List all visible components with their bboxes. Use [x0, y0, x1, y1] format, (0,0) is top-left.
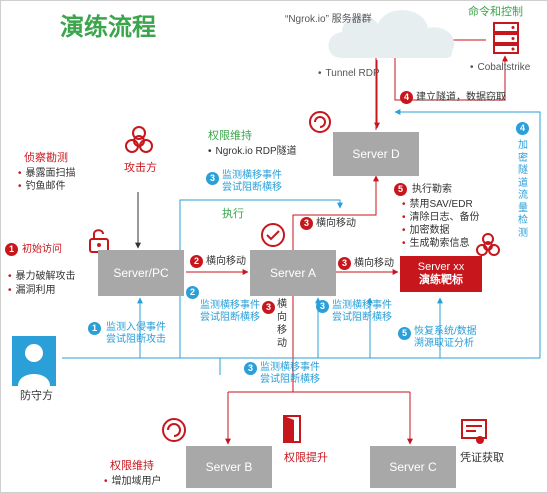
bottom-persist-title: 权限维持 — [110, 460, 154, 472]
server-d-box: Server D — [333, 132, 419, 176]
step-badge: 3 — [300, 217, 313, 230]
server-a-box: Server A — [250, 250, 336, 296]
certificate-icon — [461, 419, 487, 444]
credential-access-label: 凭证获取 — [460, 452, 504, 464]
c2-label: 命令和控制 — [468, 6, 523, 18]
target-server-box: Server xx 演练靶标 — [400, 256, 482, 292]
ransom-title: 执行勒索 — [412, 184, 452, 195]
biohazard-icon — [476, 233, 500, 256]
initial-access-title: 初始访问 — [22, 244, 62, 255]
ransom-item: •生成勒索信息 — [402, 238, 470, 249]
recon-item: •钓鱼邮件 — [18, 181, 66, 192]
defender-user-icon — [12, 336, 56, 386]
initial-access-item: •漏洞利用 — [8, 285, 56, 296]
step-badge: 2 — [186, 286, 199, 299]
cloud-icon — [328, 10, 455, 59]
step-badge: 4 — [400, 91, 413, 104]
server-b-box: Server B — [186, 446, 272, 488]
biohazard-icon — [125, 126, 153, 153]
step-badge: 5 — [398, 327, 411, 340]
server-rack-icon — [493, 22, 519, 54]
server-c-box: Server C — [370, 446, 456, 488]
recon-title: 侦察勘测 — [24, 152, 68, 164]
encrypted-tunnel-label: 加密 隧道 流量 检测 — [518, 140, 528, 239]
persist-item: •Ngrok.io RDP隧道 — [208, 146, 297, 157]
refresh-icon — [162, 418, 186, 442]
monitor-intrusion-label: 监测入侵事件尝试阻断攻击 — [106, 322, 166, 345]
check-circle-icon — [261, 223, 285, 247]
step-badge: 5 — [394, 183, 407, 196]
lateral-move-vertical: 横向移动 — [277, 299, 287, 349]
step-badge: 2 — [190, 255, 203, 268]
monitor-lateral-label: 监测横移事件尝试阻断横移 — [332, 300, 392, 323]
step-badge: 3 — [316, 300, 329, 313]
step-badge: 3 — [244, 362, 257, 375]
cloud-label: “Ngrok.io” 服务器群 — [285, 14, 372, 25]
lateral-move-label: 横向移动 — [206, 256, 246, 267]
execute-label: 执行 — [222, 208, 244, 220]
lateral-move-label: 横向移动 — [316, 218, 356, 229]
step-badge: 1 — [88, 322, 101, 335]
persist-title: 权限维持 — [208, 130, 252, 142]
bottom-persist-item: •增加域用户 — [104, 476, 162, 487]
tunnel-exfil-label: 建立隧道，数据窃取 — [416, 92, 506, 103]
page-title: 演练流程 — [60, 14, 156, 41]
tunnel-rdp-label: •Tunnel RDP — [318, 68, 380, 79]
server-pc-box: Server/PC — [98, 250, 184, 296]
privilege-escalation-label: 权限提升 — [284, 452, 328, 464]
step-badge: 4 — [516, 122, 529, 135]
step-badge: 3 — [338, 257, 351, 270]
lateral-move-label: 横向移动 — [354, 258, 394, 269]
ransom-item: •清除日志、备份 — [402, 212, 480, 223]
ransom-item: •加密数据 — [402, 225, 450, 236]
initial-access-item: •暴力破解攻击 — [8, 271, 76, 282]
recon-item: •暴露面扫描 — [18, 168, 76, 179]
step-badge: 3 — [206, 172, 219, 185]
step-badge: 1 — [5, 243, 18, 256]
monitor-lateral-label: 监测横移事件尝试阻断横移 — [222, 170, 282, 193]
cobaltstrike-label: •Cobaltstrike — [470, 62, 531, 73]
defender-label: 防守方 — [20, 390, 53, 402]
attacker-label: 攻击方 — [124, 162, 157, 174]
ransom-item: •禁用SAV/EDR — [402, 199, 473, 210]
monitor-lateral-label: 监测横移事件尝试阻断横移 — [260, 362, 320, 385]
monitor-lateral-label: 监测横移事件尝试阻断横移 — [200, 300, 260, 323]
door-exit-icon — [283, 415, 301, 443]
step-badge: 3 — [262, 301, 275, 314]
refresh-icon — [309, 111, 331, 133]
restore-label: 恢复系统/数据溯源取证分析 — [414, 326, 477, 349]
